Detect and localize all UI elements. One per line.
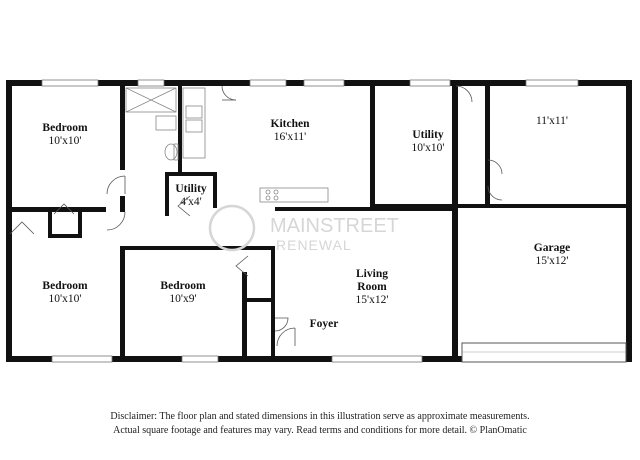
living-name-line2: Room bbox=[357, 281, 387, 293]
room-labels: Bedroom 10'x10' Kitchen 16'x11' Utility … bbox=[42, 115, 570, 330]
bedroom-nw-name: Bedroom bbox=[42, 122, 88, 134]
kitchen-fixtures bbox=[182, 87, 329, 203]
utility-small-dims: 4'x4' bbox=[180, 196, 201, 208]
living-dims: 15'x12' bbox=[356, 294, 389, 306]
garage-dims: 15'x12' bbox=[536, 255, 569, 267]
bedroom-sw-dims: 10'x10' bbox=[49, 293, 82, 305]
watermark: MAINSTREET RENEWAL bbox=[208, 204, 399, 253]
interior-walls bbox=[6, 86, 626, 362]
disclaimer-line1: Disclaimer: The floor plan and stated di… bbox=[110, 411, 530, 422]
foyer-name: Foyer bbox=[310, 318, 339, 330]
garage-door bbox=[461, 342, 627, 363]
utility-main-name: Utility bbox=[412, 129, 444, 141]
living-name-line1: Living bbox=[356, 268, 388, 280]
watermark-line2: RENEWAL bbox=[276, 237, 352, 253]
disclaimer-line2: Actual square footage and features may v… bbox=[113, 425, 527, 436]
floor-plan: MAINSTREET RENEWAL Bedroom 10'x10' Kitch… bbox=[6, 79, 632, 363]
storage-dims: 11'x11' bbox=[536, 115, 568, 127]
utility-main-dims: 10'x10' bbox=[412, 142, 445, 154]
kitchen-dims: 16'x11' bbox=[274, 131, 306, 143]
doors bbox=[9, 85, 503, 347]
garage-name: Garage bbox=[534, 242, 570, 254]
windows bbox=[41, 79, 579, 363]
bedroom-mid-name: Bedroom bbox=[160, 280, 206, 292]
watermark-line1: MAINSTREET bbox=[270, 215, 399, 237]
bedroom-nw-dims: 10'x10' bbox=[49, 135, 82, 147]
bedroom-mid-dims: 10'x9' bbox=[169, 293, 196, 305]
kitchen-name: Kitchen bbox=[271, 118, 311, 130]
bath-fixtures bbox=[125, 87, 179, 161]
utility-small-name: Utility bbox=[175, 183, 207, 195]
bedroom-sw-name: Bedroom bbox=[42, 280, 88, 292]
